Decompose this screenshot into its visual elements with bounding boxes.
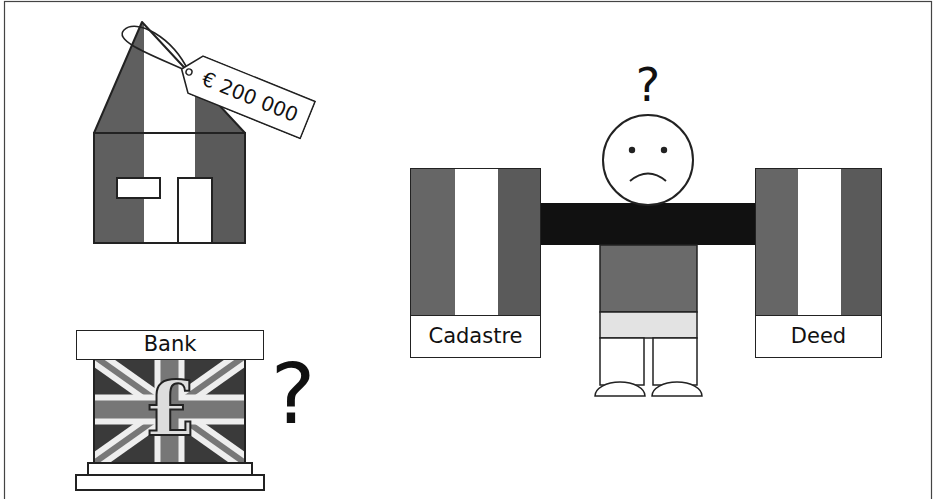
question-mark: ? <box>618 62 678 108</box>
bank-building-part <box>88 463 252 475</box>
person <box>520 115 776 396</box>
card-label: Cadastre <box>411 315 540 357</box>
person-part <box>540 203 755 245</box>
person-part <box>653 338 697 385</box>
person-part <box>630 174 666 182</box>
person-part <box>595 382 645 396</box>
house-part <box>94 133 245 243</box>
house <box>94 20 245 244</box>
bank-building-part <box>76 475 264 490</box>
bank-building-part-part <box>94 356 245 463</box>
bank-building-part-part <box>94 356 245 463</box>
house-part <box>94 20 245 244</box>
person-part <box>600 245 697 312</box>
person-part <box>600 338 644 385</box>
bank-building-part-part <box>94 356 245 463</box>
bank-building-part <box>94 356 245 463</box>
person-part <box>600 312 697 338</box>
tag-hole <box>185 68 193 76</box>
pound-symbol: £ <box>120 372 220 446</box>
house-part <box>178 178 212 243</box>
sign-text: Bank <box>144 333 197 356</box>
tag-string <box>122 26 189 72</box>
frame <box>5 2 932 499</box>
document-card: Deed <box>755 168 882 358</box>
bank-building-part <box>94 356 245 463</box>
card-title: Cadastre <box>429 324 523 349</box>
card-label: Deed <box>756 315 881 357</box>
bank-sign: Bank <box>76 330 264 360</box>
person-part <box>603 115 693 205</box>
person-part <box>629 147 635 153</box>
bank-building-part-part <box>94 356 245 463</box>
bank-building <box>76 356 264 490</box>
house-part <box>117 178 160 198</box>
card-title: Deed <box>791 324 846 349</box>
person-part <box>652 382 702 396</box>
tag-outline <box>174 50 315 138</box>
person-part <box>661 147 667 153</box>
question-mark: ? <box>258 352 328 436</box>
bank-building-part-part <box>94 356 245 463</box>
document-card: Cadastre <box>410 168 541 358</box>
